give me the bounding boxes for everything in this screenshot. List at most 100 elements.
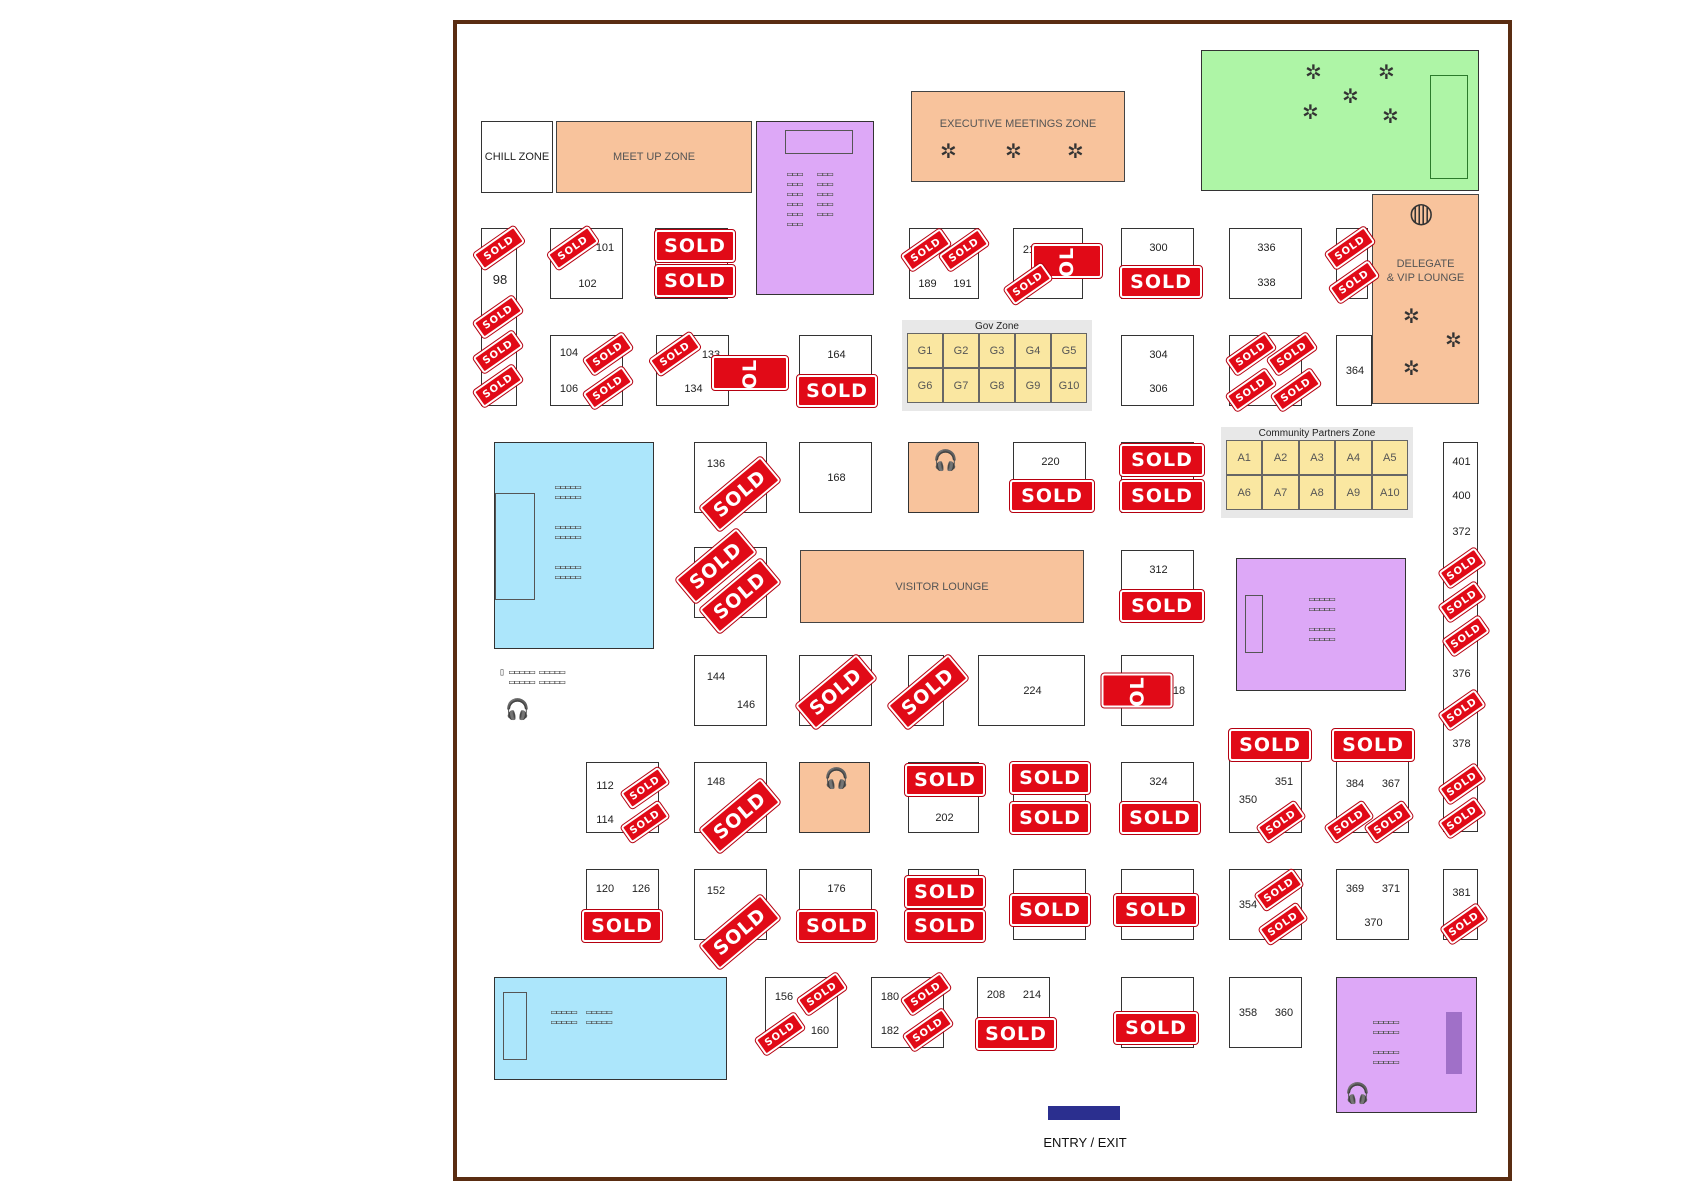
booth-number: 338 <box>1257 277 1276 289</box>
booth-224[interactable]: 224 <box>978 655 1085 726</box>
zone-cell-a5[interactable]: A5 <box>1371 440 1408 475</box>
seats-icon: ▭▭▭▭▭ ▭▭▭▭▭ ▭▭▭▭▭ ▭▭▭▭▭ ▭▭▭▭▭ ▭▭▭▭▭ <box>555 482 581 583</box>
green-lounge[interactable]: ✲ ✲ ✲ ✲ ✲ <box>1201 50 1479 191</box>
booth-144-146[interactable]: 144 146 <box>694 655 767 726</box>
zone-cell-g7[interactable]: G7 <box>943 368 979 403</box>
meetup-zone[interactable]: MEET UP ZONE <box>556 121 752 193</box>
zone-cell-a7[interactable]: A7 <box>1262 475 1299 510</box>
delegate-lounge-label: DELEGATE & VIP LOUNGE <box>1386 258 1465 284</box>
table-icon: ✲ <box>1305 62 1322 84</box>
zone-cell-a1[interactable]: A1 <box>1226 440 1263 475</box>
sold-sticker: SOLD <box>1331 728 1415 762</box>
conference-room-right[interactable]: ▭▭▭▭▭ ▭▭▭▭▭ ▭▭▭▭▭ ▭▭▭▭▭ <box>1236 558 1406 691</box>
booth-number: 312 <box>1149 564 1168 576</box>
sold-sticker: SOLD <box>904 909 986 943</box>
zone-cell-a2[interactable]: A2 <box>1262 440 1299 475</box>
sold-sticker: SOLD <box>654 229 736 263</box>
booth-number: 360 <box>1274 1007 1294 1019</box>
sold-sticker: SOLD <box>975 1017 1057 1051</box>
booth-number: 354 <box>1238 899 1258 911</box>
booth-number: 134 <box>684 383 703 395</box>
booth-number: 144 <box>706 671 726 683</box>
booth-number: 224 <box>1023 685 1042 697</box>
conference-room-top[interactable]: ▭▭▭ ▭▭▭ ▭▭▭ ▭▭▭ ▭▭▭ ▭▭▭ ▭▭▭ ▭▭▭ ▭▭▭ ▭▭▭ … <box>756 121 874 295</box>
booth-number: 376 <box>1452 668 1471 680</box>
sold-sticker: SOLD <box>581 909 663 943</box>
booth-336-338[interactable]: 336 338 <box>1229 228 1302 299</box>
zone-cell-g8[interactable]: G8 <box>979 368 1015 403</box>
zone-cell-g10[interactable]: G10 <box>1051 368 1087 403</box>
booth-358-360[interactable]: 358 360 <box>1229 977 1302 1048</box>
zone-cell-g3[interactable]: G3 <box>979 333 1015 368</box>
sold-sticker: SOLD <box>1228 728 1312 762</box>
zone-cell-a3[interactable]: A3 <box>1298 440 1336 475</box>
zone-cell-a9[interactable]: A9 <box>1335 475 1372 510</box>
seminar-room-bottom[interactable]: ▭▭▭▭▭ ▭▭▭▭▭ ▭▭▭▭▭ ▭▭▭▭▭ <box>494 977 727 1080</box>
zone-cell-a4[interactable]: A4 <box>1335 440 1372 475</box>
community-zone-label: Community Partners Zone <box>1258 428 1376 439</box>
seminar-room-left[interactable]: ▭▭▭▭▭ ▭▭▭▭▭ ▭▭▭▭▭ ▭▭▭▭▭ ▭▭▭▭▭ ▭▭▭▭▭ <box>494 442 654 649</box>
seats-icon: ▭▭▭▭▭ ▭▭▭▭▭ ▭▭▭▭▭ ▭▭▭▭▭ <box>1373 1017 1399 1068</box>
zone-cell-g5[interactable]: G5 <box>1051 333 1087 368</box>
exhibition-hall-border <box>453 20 1512 1181</box>
zone-cell-a10[interactable]: A10 <box>1371 475 1408 510</box>
table-icon: ✲ <box>1403 306 1420 328</box>
seats-icon: ▭▭▭ ▭▭▭ ▭▭▭ ▭▭▭ ▭▭▭ ▭▭▭ ▭▭▭ ▭▭▭ ▭▭▭ ▭▭▭ … <box>787 169 833 230</box>
sold-sticker: SOLD <box>1119 589 1205 623</box>
booth-number: 168 <box>827 472 846 484</box>
booth-304-306[interactable]: 304 306 <box>1121 335 1194 406</box>
sold-sticker: SOLD <box>1113 1011 1199 1045</box>
booth-369-371-370[interactable]: 369 371 370 <box>1336 869 1409 940</box>
entry-door-marker[interactable] <box>1048 1106 1120 1120</box>
booth-number: 220 <box>1041 456 1060 468</box>
booth-364[interactable]: 364 <box>1336 335 1372 406</box>
booth-number: 378 <box>1452 738 1471 750</box>
executive-meetings-zone[interactable]: EXECUTIVE MEETINGS ZONE ✲ ✲ ✲ <box>911 91 1125 182</box>
booth-number: 367 <box>1381 778 1401 790</box>
booth-number: 324 <box>1149 776 1168 788</box>
zone-cell-a6[interactable]: A6 <box>1226 475 1263 510</box>
table-icon: ✲ <box>940 141 957 163</box>
listening-pod[interactable]: 🎧 <box>799 762 870 833</box>
headphones-icon: 🎧 <box>824 768 849 790</box>
booth-168[interactable]: 168 <box>799 442 872 513</box>
table-icon: ✲ <box>1403 358 1420 380</box>
table-icon: ✲ <box>1302 102 1319 124</box>
sold-sticker: SOLD <box>1009 893 1091 927</box>
conference-room-bottom-right[interactable]: ▭▭▭▭▭ ▭▭▭▭▭ ▭▭▭▭▭ ▭▭▭▭▭ 🎧 <box>1336 977 1477 1113</box>
zone-cell-g6[interactable]: G6 <box>907 368 943 403</box>
zone-cell-g9[interactable]: G9 <box>1015 368 1051 403</box>
sold-sticker: SOLD <box>1009 479 1095 513</box>
zone-cell-g4[interactable]: G4 <box>1015 333 1051 368</box>
visitor-lounge-label: VISITOR LOUNGE <box>895 580 989 593</box>
zone-cell-g2[interactable]: G2 <box>943 333 979 368</box>
booth-number: 102 <box>578 278 597 290</box>
sold-sticker: SOLD <box>1099 660 1175 721</box>
booth-number: 351 <box>1274 776 1294 788</box>
booth-number: 370 <box>1364 917 1383 929</box>
booth-number: 160 <box>810 1025 830 1037</box>
booth-number: 136 <box>706 458 726 470</box>
zone-cell-a8[interactable]: A8 <box>1298 475 1336 510</box>
sold-sticker: SOLD <box>796 909 878 943</box>
chill-zone[interactable]: CHILL ZONE <box>481 121 553 193</box>
table-icon: ✲ <box>1445 330 1462 352</box>
zone-cell-g1[interactable]: G1 <box>907 333 943 368</box>
sold-sticker: SOLD <box>904 875 986 909</box>
booth-number: 104 <box>559 347 579 359</box>
sold-sticker: SOLD <box>1113 893 1199 927</box>
delegate-vip-lounge[interactable]: DELEGATE & VIP LOUNGE ◍ ✲ ✲ ✲ <box>1372 194 1479 404</box>
booth-number: 114 <box>596 814 614 826</box>
entry-exit-label: ENTRY / EXIT <box>1043 1135 1127 1150</box>
booth-number: 176 <box>827 883 846 895</box>
listening-pod[interactable]: 🎧 <box>908 442 979 513</box>
table-icon: ✲ <box>1067 141 1084 163</box>
booth-number: 364 <box>1345 365 1365 377</box>
headphones-icon: 🎧 <box>1345 1083 1370 1105</box>
visitor-lounge[interactable]: VISITOR LOUNGE <box>800 550 1084 623</box>
booth-number: 146 <box>736 699 756 711</box>
booth-number: 214 <box>1022 989 1042 1001</box>
booth-number: 98 <box>492 272 508 287</box>
